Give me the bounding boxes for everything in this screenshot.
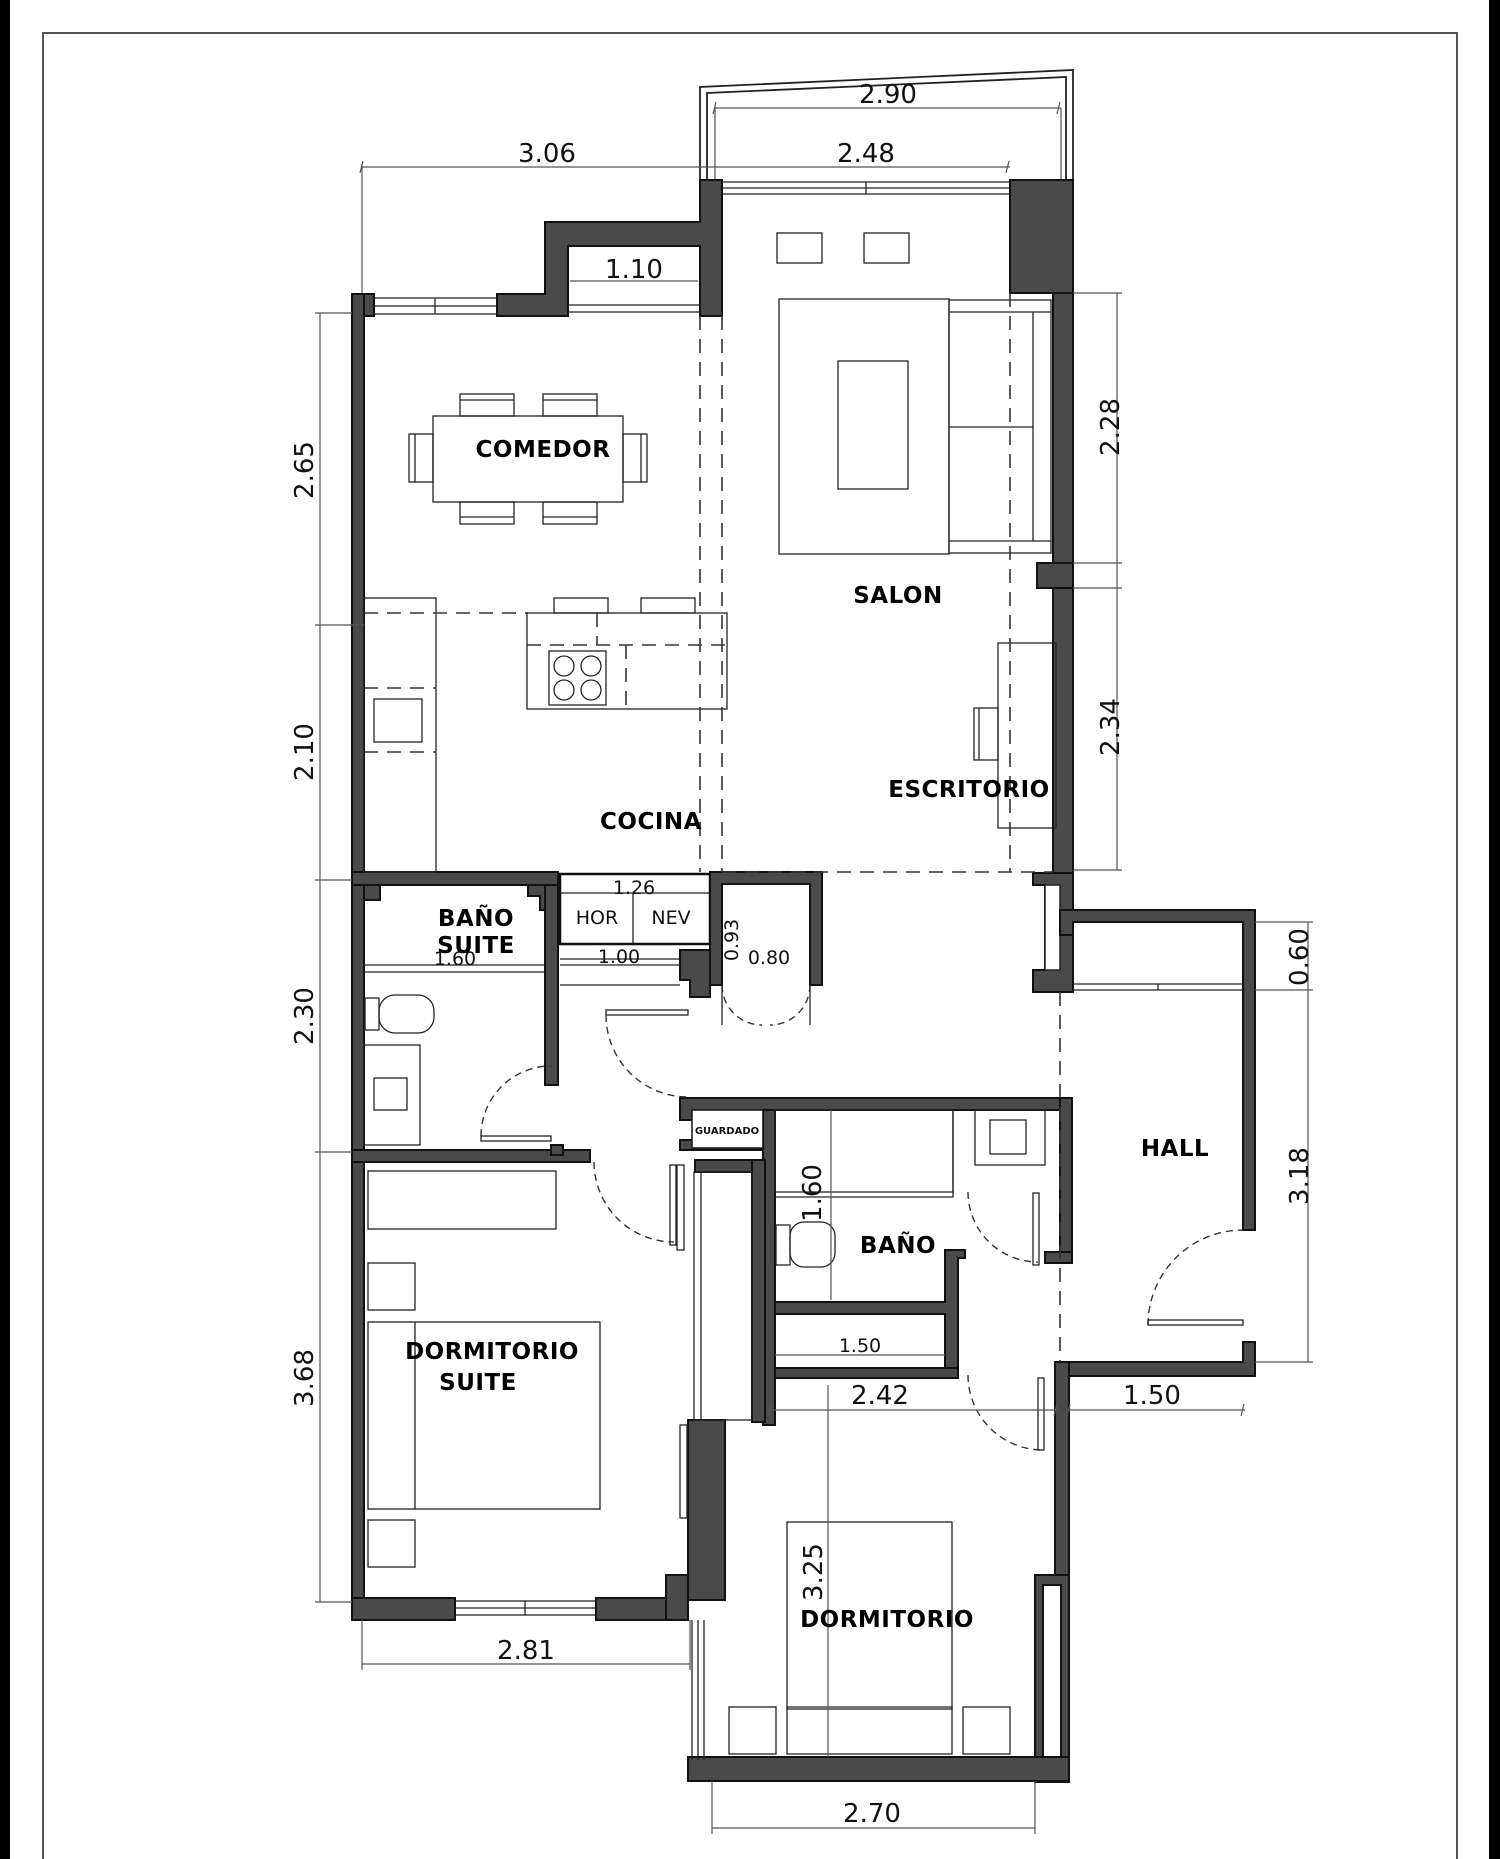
dim-dormitorio-suite-height: 3.68 xyxy=(290,1349,320,1407)
zone-divider-cocina-salon xyxy=(699,316,723,872)
dim-hall-width: 1.50 xyxy=(1123,1381,1181,1411)
desk xyxy=(973,642,1057,829)
doors xyxy=(480,984,1244,1451)
balcony xyxy=(699,69,1074,185)
dim-dormitorio-width-top: 2.42 xyxy=(851,1381,909,1411)
salon-shelf-1 xyxy=(776,232,823,264)
dim-pantry-width: 1.00 xyxy=(598,946,640,968)
top-dimensions xyxy=(359,160,1010,300)
bano-fixtures xyxy=(774,1109,1046,1268)
dim-dormitorio-height: 3.25 xyxy=(799,1543,829,1601)
dim-bano-suite-height: 2.30 xyxy=(290,987,320,1045)
dim-bano-depth: 1.60 xyxy=(798,1164,828,1222)
dim-salon-width: 2.48 xyxy=(837,139,895,169)
dim-cocina-height: 2.10 xyxy=(290,723,320,781)
dormitorio-suite-furniture xyxy=(367,1170,601,1568)
dining-table xyxy=(408,393,648,525)
salon-shelf-2 xyxy=(863,232,910,264)
room-label-dormitorio-suite-2: SUITE xyxy=(439,1370,517,1396)
dim-hall-height: 3.18 xyxy=(1285,1147,1315,1205)
dim-top-left-width: 3.06 xyxy=(518,139,576,169)
dim-bano-suite-width: 1.60 xyxy=(434,948,476,970)
dim-dormitorio-width-bottom: 2.70 xyxy=(843,1799,901,1829)
left-edge-bar xyxy=(0,0,10,1859)
dim-bano-closet-width: 1.50 xyxy=(839,1335,881,1357)
dim-comedor-height: 2.65 xyxy=(290,441,320,499)
kitchen-counter xyxy=(363,597,528,873)
right-edge-bar xyxy=(1489,0,1500,1859)
dim-salon-height: 2.28 xyxy=(1096,398,1126,456)
appliance-label-nevera: NEV xyxy=(651,907,690,929)
suite-closet xyxy=(676,1164,753,1519)
room-label-dormitorio-suite-1: DORMITORIO xyxy=(405,1339,579,1365)
dimension-lines xyxy=(315,280,1313,1834)
dim-window-recess: 1.10 xyxy=(605,255,663,285)
kitchen-island xyxy=(526,597,728,710)
dim-escritorio-height: 2.34 xyxy=(1096,698,1126,756)
dim-balcony-outer: 2.90 xyxy=(859,80,917,110)
dim-appliance-width: 1.26 xyxy=(613,877,655,899)
room-label-escritorio: ESCRITORIO xyxy=(888,777,1050,803)
bano-suite-fixtures xyxy=(363,964,545,1146)
sheet-frame xyxy=(42,32,1458,1859)
dim-closet-depth: 0.93 xyxy=(721,919,743,961)
room-label-comedor: COMEDOR xyxy=(476,437,611,463)
room-label-bano-suite-1: BAÑO xyxy=(438,904,514,932)
room-label-hall: HALL xyxy=(1141,1136,1209,1162)
appliance-label-horno: HOR xyxy=(576,907,618,929)
guardado-closet xyxy=(691,1109,764,1149)
dim-closet-width: 0.80 xyxy=(748,947,790,969)
room-label-guardado: GUARDADO xyxy=(695,1126,759,1137)
dim-hall-top: 0.60 xyxy=(1285,928,1315,986)
room-label-bano: BAÑO xyxy=(860,1231,936,1259)
dormitorio-furniture xyxy=(728,1521,1011,1755)
room-label-cocina: COCINA xyxy=(600,809,702,835)
dim-dormitorio-suite-width: 2.81 xyxy=(497,1636,555,1666)
salon-sofa-set xyxy=(778,298,1052,555)
room-label-salon: SALON xyxy=(853,583,943,609)
room-label-bano-suite-2: SUITE xyxy=(437,933,515,959)
room-label-dormitorio: DORMITORIO xyxy=(800,1607,974,1633)
